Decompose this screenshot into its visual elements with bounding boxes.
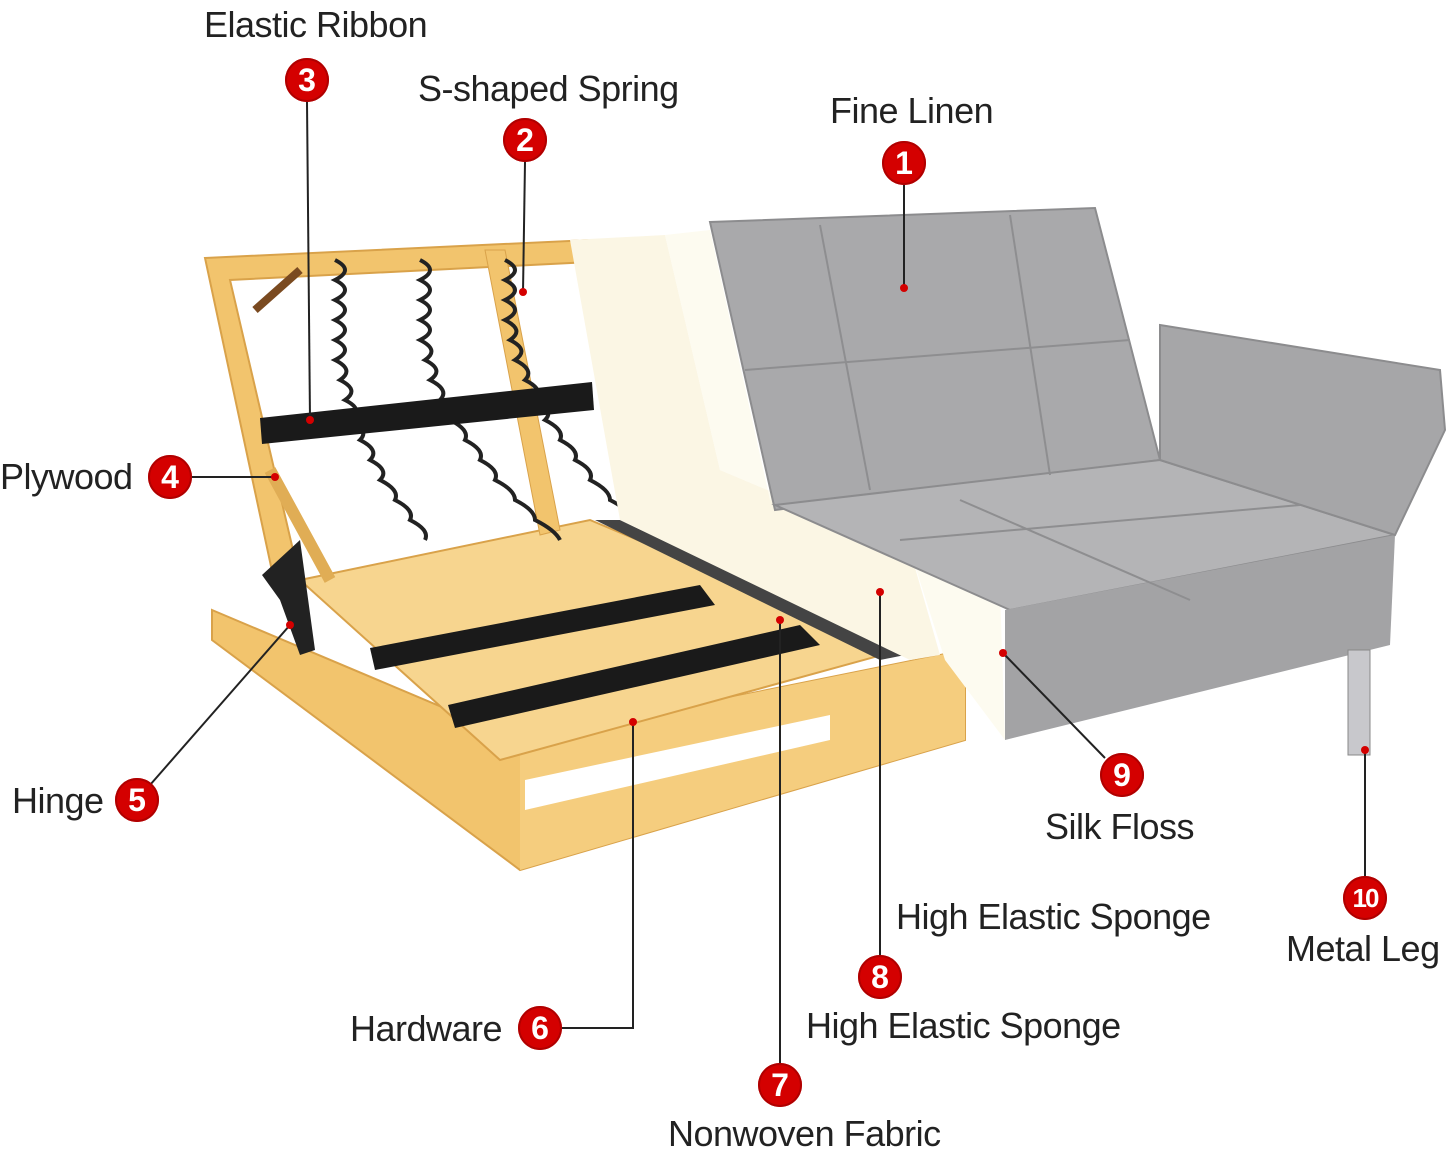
label-high-elastic-sponge-lower: High Elastic Sponge (806, 1005, 1121, 1046)
callout-badge-7: 7 (758, 1063, 802, 1107)
label-s-shaped-spring: S-shaped Spring (418, 68, 679, 109)
callout-badge-8: 8 (858, 955, 902, 999)
label-hinge: Hinge (12, 780, 104, 821)
callout-badge-1: 1 (882, 141, 926, 185)
back-brace-2 (264, 467, 336, 583)
label-fine-linen: Fine Linen (830, 90, 994, 131)
sofa-armrest (1159, 323, 1447, 537)
base-frame-opening (525, 715, 830, 810)
seat-ribbon-2 (448, 625, 820, 728)
nonwoven-fabric-layer (595, 520, 905, 660)
sofa-backrest (708, 206, 1162, 512)
label-metal-leg: Metal Leg (1286, 928, 1440, 969)
callout-badge-3: 3 (285, 58, 329, 102)
sofa-seat-front (1005, 535, 1395, 740)
callout-dots (271, 284, 1369, 754)
label-nonwoven-fabric: Nonwoven Fabric (668, 1113, 941, 1154)
tufting-lines (744, 214, 1301, 601)
label-silk-floss: Silk Floss (1045, 806, 1195, 847)
label-elastic-ribbon: Elastic Ribbon (204, 4, 428, 45)
label-hardware: Hardware (350, 1008, 503, 1049)
sponge-layer-2 (665, 230, 1005, 740)
callout-badge-10: 10 (1343, 876, 1387, 920)
callout-badge-4: 4 (148, 455, 192, 499)
callout-badge-6: 6 (518, 1006, 562, 1050)
leader-lines (149, 101, 1366, 1063)
callout-badge-2: 2 (503, 118, 547, 162)
back-elastic-ribbon (260, 382, 594, 444)
back-brace (252, 267, 303, 313)
hinge (262, 540, 315, 655)
callout-badge-5: 5 (115, 778, 159, 822)
seat-ribbon-1 (370, 585, 715, 670)
callout-badge-9: 9 (1100, 753, 1144, 797)
metal-leg (1347, 649, 1371, 756)
label-plywood: Plywood (0, 456, 133, 497)
sponge-layer-1 (570, 235, 940, 660)
label-high-elastic-sponge-upper: High Elastic Sponge (896, 896, 1211, 937)
